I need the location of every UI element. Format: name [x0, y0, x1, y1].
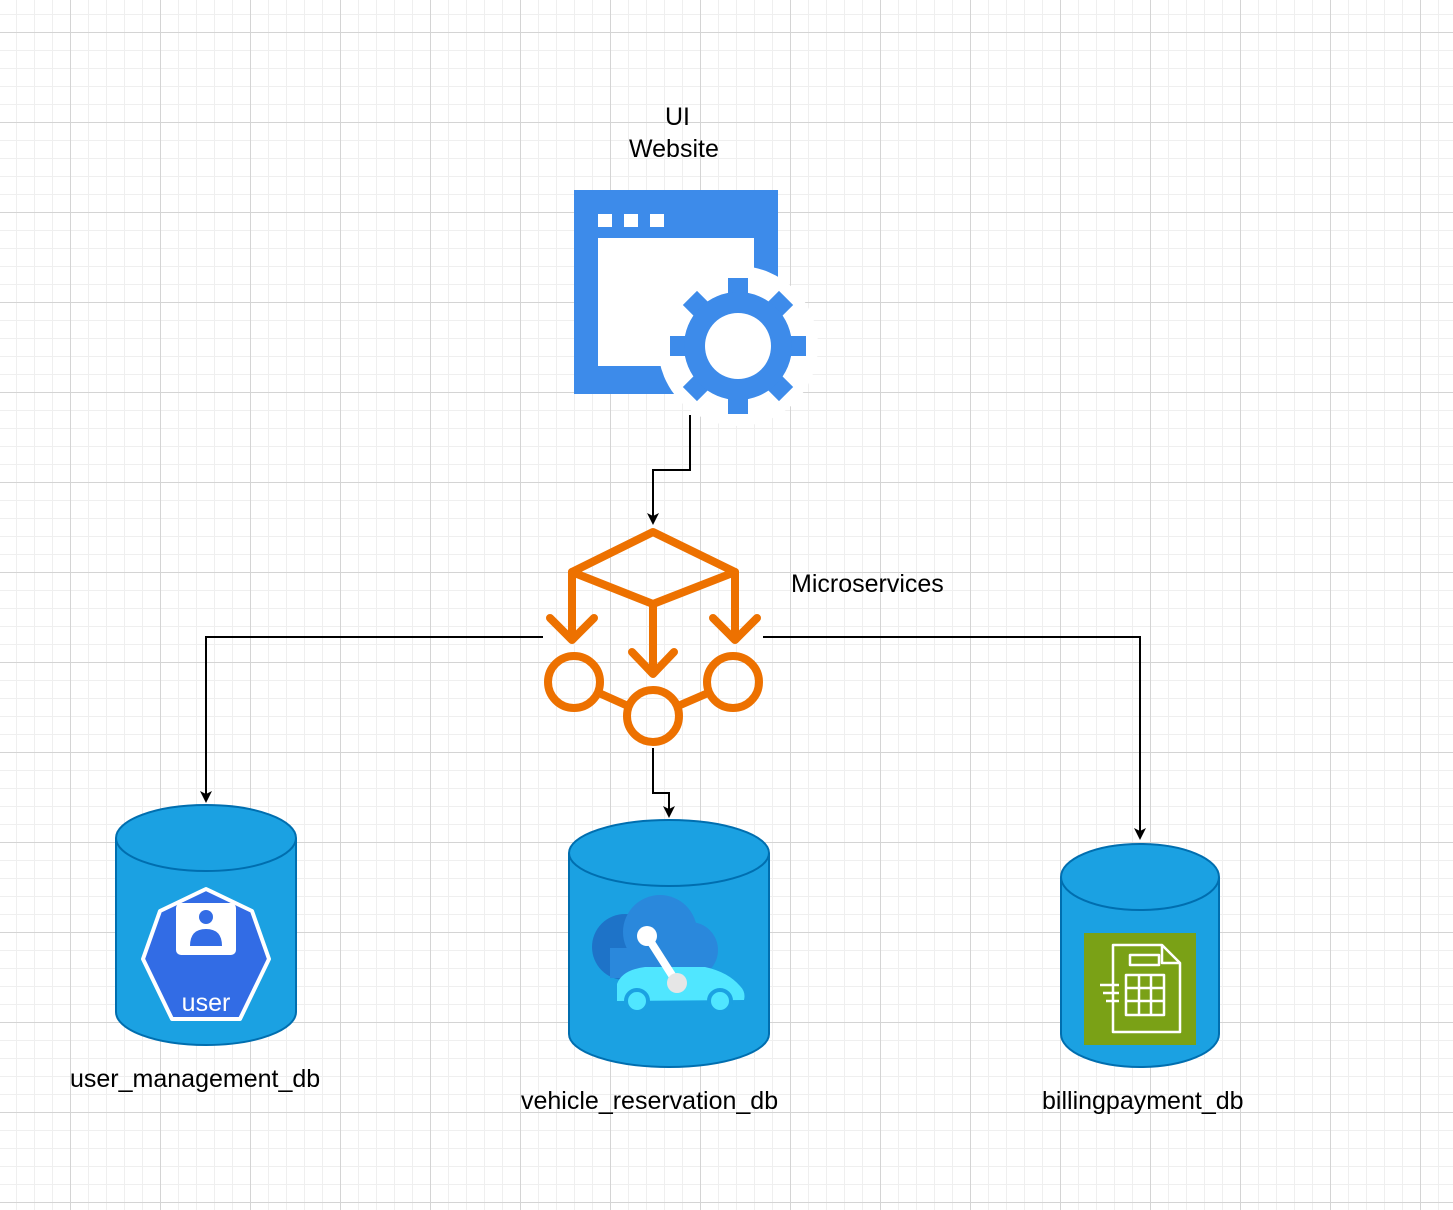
connector-to-billingpayment-db[interactable] — [763, 636, 1146, 840]
microservices-icon[interactable] — [544, 528, 763, 746]
invoice-icon — [1084, 933, 1196, 1045]
user-badge-icon: user — [141, 887, 271, 1021]
microservices-label: Microservices — [791, 570, 944, 598]
db-label-vehicle-reservation: vehicle_reservation_db — [521, 1087, 779, 1115]
vehicle-reservation-db[interactable] — [568, 819, 770, 1068]
user-management-db[interactable]: user — [115, 804, 297, 1046]
connector-website-to-microservices[interactable] — [647, 415, 691, 525]
connector-to-vehicle-reservation-db[interactable] — [652, 748, 675, 818]
user-badge-text: user — [182, 989, 231, 1017]
db-label-billingpayment: billingpayment_db — [1042, 1087, 1244, 1115]
connected-car-icon — [592, 895, 745, 1014]
ui-label-line2: Website — [629, 135, 719, 163]
connectors — [200, 415, 1146, 840]
db-label-user-management: user_management_db — [70, 1065, 321, 1093]
billingpayment-db[interactable] — [1060, 843, 1220, 1068]
connector-to-user-management-db[interactable] — [200, 636, 543, 803]
website-settings-icon[interactable] — [574, 190, 818, 426]
ui-label-line1: UI — [665, 103, 690, 131]
